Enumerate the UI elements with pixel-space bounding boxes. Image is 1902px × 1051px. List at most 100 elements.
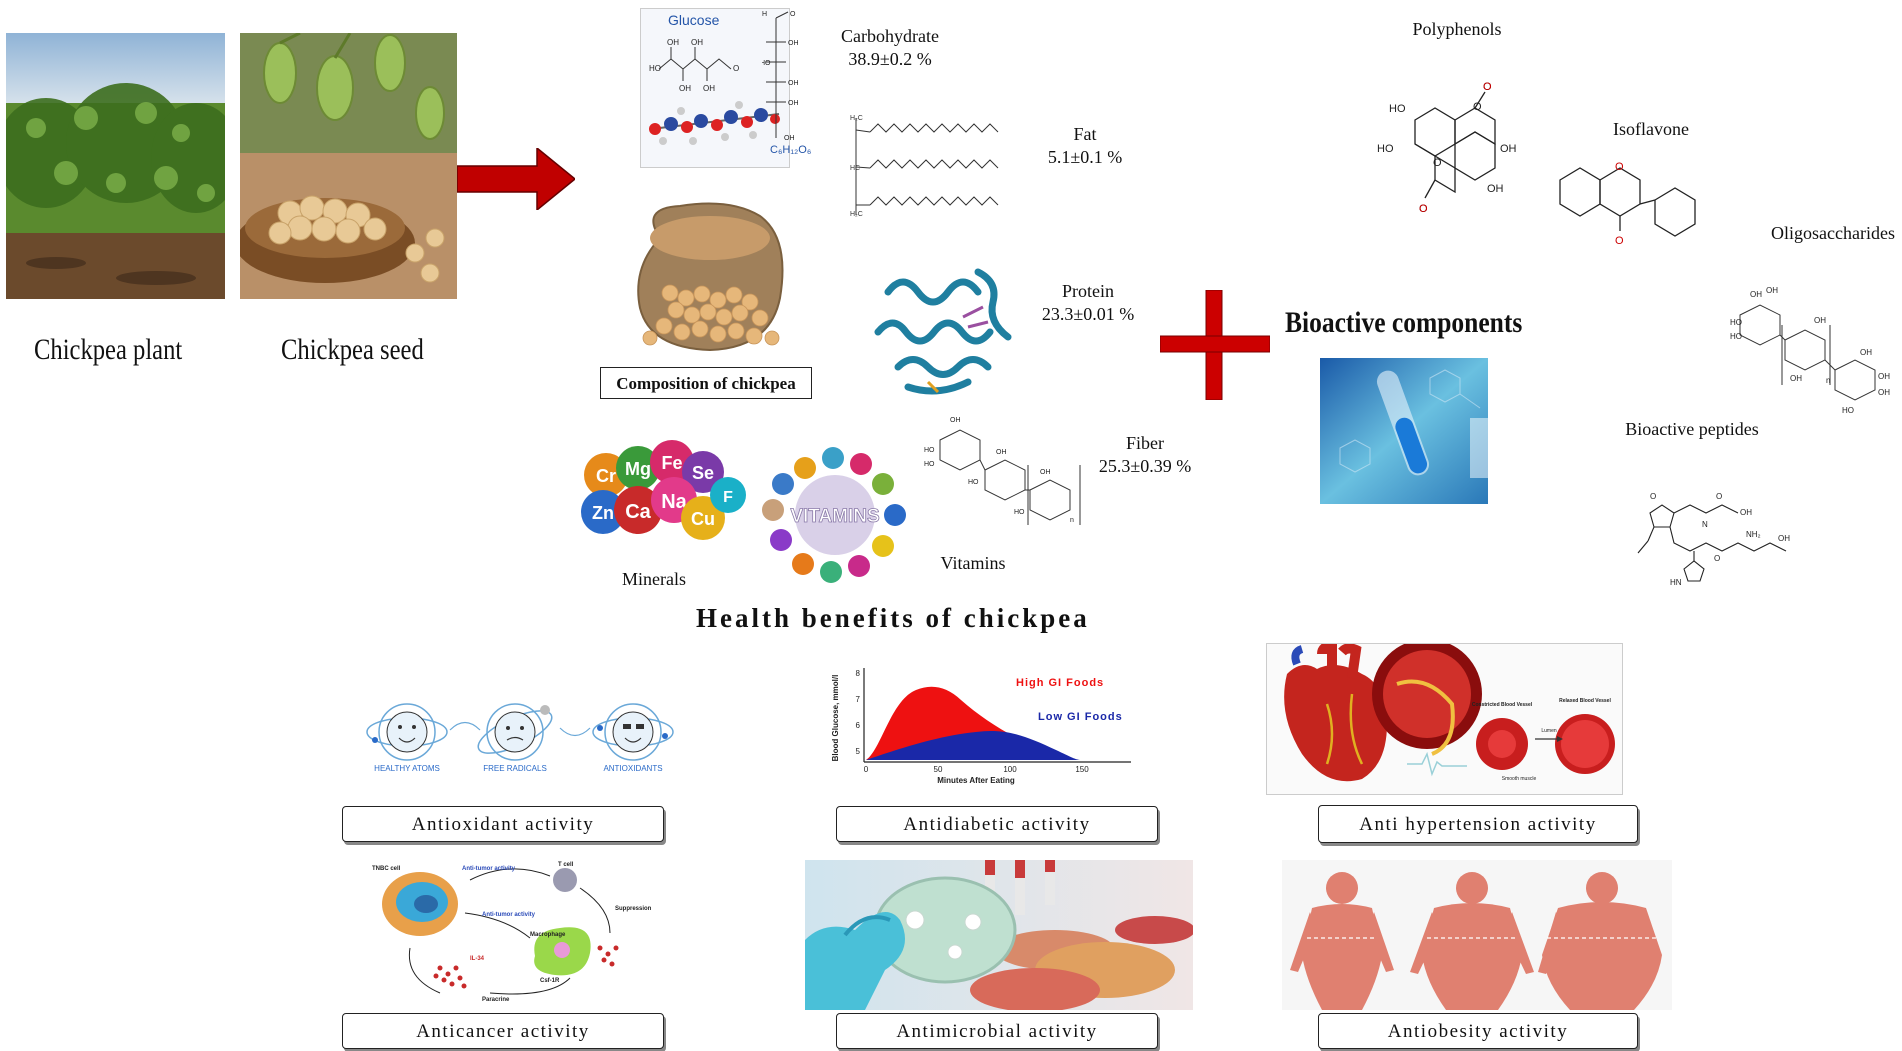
svg-text:HC: HC — [850, 165, 860, 172]
gi-chart: 8 7 6 5 0 50 100 150 Minutes After Eatin… — [831, 668, 1131, 785]
carbohydrate-name: Carbohydrate — [841, 26, 939, 46]
svg-text:OH: OH — [1750, 290, 1762, 299]
paracrine-text: Paracrine — [482, 997, 510, 1003]
svg-text:OH: OH — [1500, 143, 1517, 155]
lumen-text: Lumen — [1541, 728, 1557, 734]
polyphenols-label: Polyphenols — [1412, 19, 1502, 39]
health-benefits-title: Health benefits of chickpea — [696, 603, 1090, 633]
svg-text:HO: HO — [649, 64, 661, 73]
antimicrobial-activity-label: Antimicrobial activity — [836, 1013, 1158, 1049]
antidiabetic-activity-label: Antidiabetic activity — [836, 806, 1158, 842]
svg-text:OH: OH — [1790, 374, 1802, 383]
anticancer-diagram: TNBC cell T cell Anti-tumor activity Ant… — [372, 862, 652, 1003]
mineral-ball-cu: Cu — [691, 509, 715, 529]
svg-text:OH: OH — [1740, 508, 1752, 517]
svg-text:O: O — [1419, 203, 1428, 215]
svg-text:HO: HO — [1389, 103, 1406, 115]
svg-text:H: H — [762, 11, 767, 18]
antimicrobial-petri-image — [805, 860, 1193, 1010]
antiobesity-image — [1282, 860, 1672, 1010]
mineral-ball-na: Na — [661, 491, 687, 513]
mineral-ball-fe: Fe — [661, 453, 682, 473]
csf-text: Csf-1R — [540, 978, 560, 984]
relaxed-vessel-text: Relaxed Blood Vessel — [1559, 698, 1611, 704]
svg-text:HO: HO — [762, 60, 771, 67]
svg-text:OH: OH — [1778, 534, 1790, 543]
svg-text:OH: OH — [784, 135, 795, 142]
svg-text:OH: OH — [1814, 316, 1826, 325]
chickpea-seed-photo — [240, 33, 457, 299]
svg-text:OH: OH — [1878, 372, 1890, 381]
bioactive-title: Bioactive components — [1285, 306, 1523, 339]
suppression-text: Suppression — [615, 906, 652, 912]
svg-text:O: O — [1615, 161, 1624, 173]
il34-text: IL-34 — [470, 956, 485, 962]
fat-name: Fat — [1073, 124, 1097, 144]
mineral-ball-mg: Mg — [625, 459, 651, 479]
chickpea-plant-label: Chickpea plant — [34, 333, 183, 366]
red-arrow-icon — [457, 148, 575, 210]
minerals-image: Cr Mg Fe Se Zn Ca Na Cu F — [581, 440, 746, 540]
svg-text:O: O — [1483, 81, 1492, 93]
gi-xtick-50: 50 — [934, 765, 943, 774]
svg-text:NH₂: NH₂ — [1746, 530, 1761, 539]
gi-high-label: High GI Foods — [1016, 677, 1104, 689]
svg-text:OH: OH — [1860, 348, 1872, 357]
bioactive-peptides-label: Bioactive peptides — [1625, 419, 1759, 439]
gi-ytick-7: 7 — [856, 695, 861, 704]
svg-text:OH: OH — [788, 100, 799, 107]
gi-ytick-5: 5 — [856, 747, 861, 756]
svg-text:HO: HO — [924, 447, 935, 454]
carbohydrate-label: Carbohydrate 38.9±0.2 % — [835, 25, 945, 70]
svg-text:OH: OH — [1487, 183, 1504, 195]
mineral-ball-cr: Cr — [596, 466, 616, 486]
fat-value: 5.1±0.1 % — [1047, 146, 1123, 167]
svg-text:OH: OH — [691, 38, 703, 47]
svg-text:HO: HO — [1730, 318, 1742, 327]
svg-text:n: n — [1070, 517, 1074, 524]
antioxidant-activity-label: Antioxidant activity — [342, 806, 664, 842]
svg-text:O: O — [733, 64, 739, 73]
svg-text:O: O — [1615, 235, 1624, 247]
svg-text:H₂C: H₂C — [850, 115, 863, 122]
protein-structure-image — [874, 268, 1012, 395]
svg-text:HO: HO — [1014, 509, 1025, 516]
smooth-muscle-text: Smooth muscle — [1502, 776, 1537, 782]
anti-tumor-text-2: Anti-tumor activity — [482, 912, 536, 918]
free-radicals-text: FREE RADICALS — [483, 764, 547, 773]
svg-text:HO: HO — [1730, 332, 1742, 341]
svg-text:OH: OH — [679, 84, 691, 93]
svg-text:n: n — [1826, 376, 1830, 385]
svg-text:OH: OH — [1040, 469, 1051, 476]
anti-hypertension-activity-label: Anti hypertension activity — [1318, 805, 1638, 843]
gi-ytick-6: 6 — [856, 721, 861, 730]
oligosaccharides-label: Oligosaccharides — [1771, 223, 1895, 243]
gi-xlabel: Minutes After Eating — [937, 776, 1015, 785]
glucose-label: Glucose — [668, 12, 720, 28]
svg-text:HO: HO — [968, 479, 979, 486]
gi-low-label: Low GI Foods — [1038, 711, 1123, 723]
protein-label: Protein 23.3±0.01 % — [1033, 280, 1143, 325]
tnbc-cell-text: TNBC cell — [372, 866, 401, 872]
svg-text:O: O — [1419, 203, 1428, 215]
gi-ytick-8: 8 — [856, 669, 861, 678]
glucose-formula: C₆H₁₂O₆ — [770, 144, 812, 156]
svg-text:O: O — [790, 11, 796, 18]
svg-text:OH: OH — [703, 84, 715, 93]
svg-text:N: N — [1702, 520, 1708, 529]
vitamins-center-text: VITAMINS — [790, 506, 879, 527]
svg-text:O: O — [1716, 492, 1722, 501]
mineral-ball-se: Se — [692, 463, 714, 483]
svg-text:O: O — [1433, 157, 1442, 169]
gi-xtick-0: 0 — [864, 765, 869, 774]
svg-text:HO: HO — [1377, 143, 1394, 155]
svg-text:HO: HO — [1842, 406, 1854, 415]
fiber-label: Fiber 25.3±0.39 % — [1095, 432, 1195, 477]
svg-text:HO: HO — [924, 461, 935, 468]
composition-box-label: Composition of chickpea — [600, 367, 812, 399]
